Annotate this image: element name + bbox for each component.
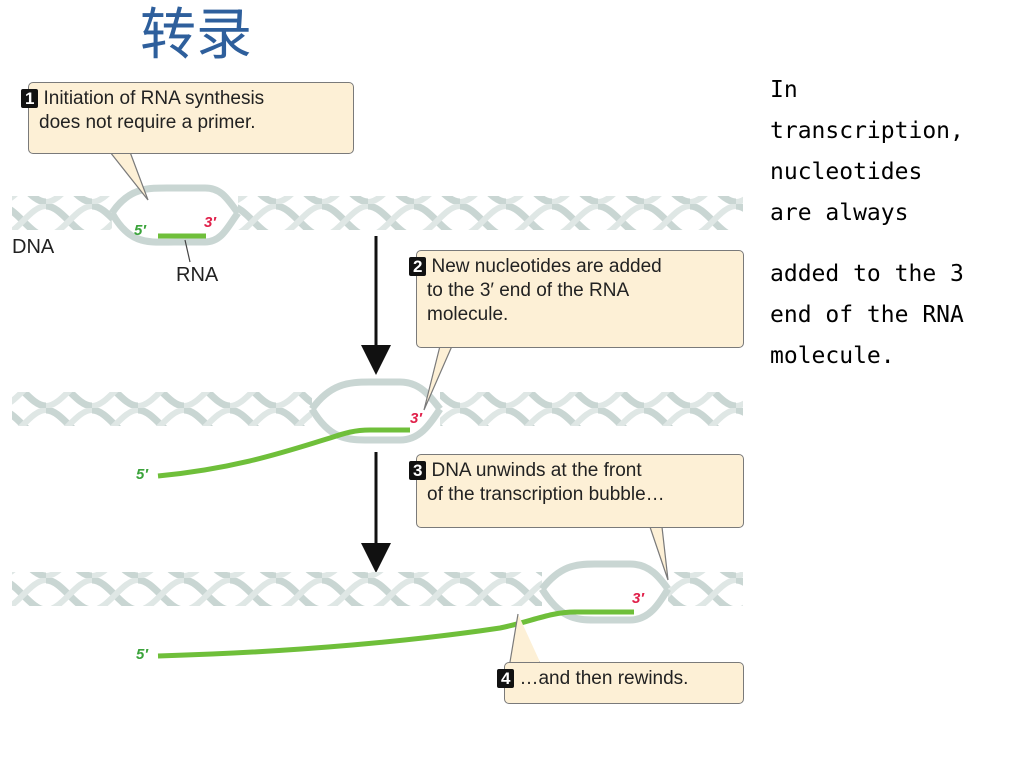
side-paragraph-2: added to the 3 end of the RNA molecule. bbox=[770, 254, 1024, 377]
callout-2-line-2: to the 3′ end of the RNA bbox=[427, 280, 630, 301]
callout-3-line-1: DNA unwinds at the front bbox=[431, 460, 642, 481]
callout-2-pointer bbox=[423, 345, 453, 411]
side-line: are always bbox=[770, 200, 909, 226]
three-prime-label-stage-3: 3′ bbox=[632, 590, 644, 607]
callout-2-line-3: molecule. bbox=[427, 304, 509, 325]
five-prime-label-stage-1: 5′ bbox=[134, 222, 146, 239]
callout-1-line-1: Initiation of RNA synthesis bbox=[43, 88, 265, 109]
dna-helix-stage-2 bbox=[12, 378, 743, 444]
callout-1-line-2: does not require a primer. bbox=[39, 112, 256, 133]
five-prime-label-stage-3: 5′ bbox=[136, 646, 148, 663]
callout-3-number: 3 bbox=[409, 461, 427, 480]
dna-label: DNA bbox=[12, 236, 55, 258]
callout-3-pointer bbox=[649, 526, 669, 581]
side-line: In bbox=[770, 77, 798, 103]
dna-helix-stage-3 bbox=[12, 560, 743, 624]
callout-4-number: 4 bbox=[497, 669, 515, 688]
rna-strand-stage-3 bbox=[157, 609, 634, 659]
callout-4-line-1: …and then rewinds. bbox=[519, 668, 689, 689]
callout-1-number: 1 bbox=[21, 89, 39, 108]
side-line: nucleotides bbox=[770, 159, 923, 185]
callout-2-number: 2 bbox=[409, 257, 427, 276]
side-line: transcription, bbox=[770, 118, 964, 144]
rna-strand-stage-2 bbox=[157, 427, 410, 479]
three-prime-label-stage-1: 3′ bbox=[204, 214, 216, 231]
three-prime-label-stage-2: 3′ bbox=[410, 410, 422, 427]
side-paragraph-1: In transcription, nucleotides are always bbox=[770, 70, 1024, 234]
slide-title: 转录 bbox=[140, 3, 252, 68]
callout-4: 4…and then rewinds. bbox=[497, 662, 744, 704]
side-line: molecule. bbox=[770, 343, 895, 369]
callout-2-line-1: New nucleotides are added bbox=[431, 256, 662, 277]
side-line: end of the RNA bbox=[770, 302, 964, 328]
side-line: added to the 3 bbox=[770, 261, 964, 287]
five-prime-label-stage-2: 5′ bbox=[136, 466, 148, 483]
rna-pointer-line bbox=[184, 239, 191, 263]
callout-3-line-2: of the transcription bubble… bbox=[427, 484, 665, 505]
rna-label: RNA bbox=[176, 264, 219, 286]
callout-1-pointer bbox=[109, 151, 149, 201]
dna-helix-stage-1 bbox=[12, 184, 743, 246]
transcription-diagram bbox=[12, 151, 743, 688]
